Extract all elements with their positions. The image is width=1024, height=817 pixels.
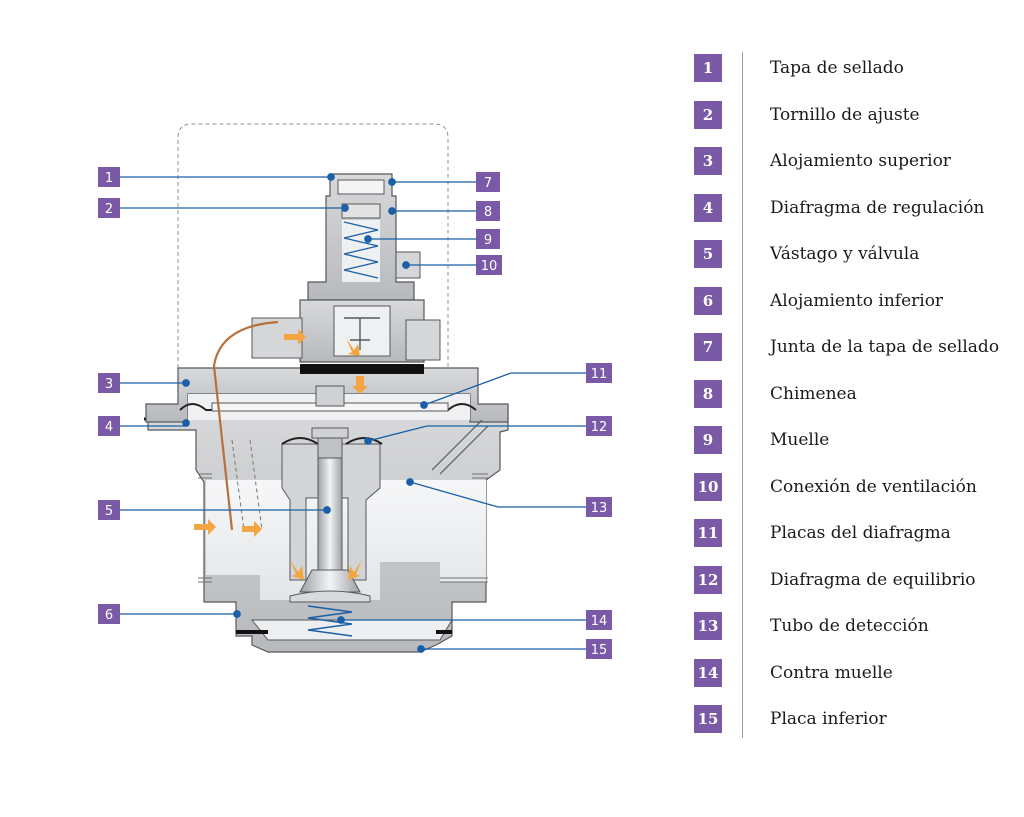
legend-item-13: 13 Tubo de detección <box>694 612 1014 640</box>
chimney-assembly <box>212 173 441 531</box>
callout-label: 10 <box>481 259 498 274</box>
legend-item-2: 2 Tornillo de ajuste <box>694 100 1014 129</box>
callout-12: 12 <box>586 416 612 436</box>
callout-15: 15 <box>586 639 612 659</box>
legend-number: 5 <box>694 240 722 268</box>
legend-label: Vástago y válvula <box>770 244 920 264</box>
legend-item-4: 4 Diafragma de regulación <box>694 193 1014 222</box>
callout-label: 8 <box>484 205 492 220</box>
legend-item-7: 7 Junta de la tapa de sellado <box>694 333 1014 361</box>
callout-2: 2 <box>98 198 120 218</box>
callout-13: 13 <box>586 497 612 517</box>
legend-item-8: 8 Chimenea <box>694 379 1014 408</box>
legend-divider <box>742 52 743 738</box>
callout-5: 5 <box>98 500 120 520</box>
legend-item-5: 5 Vástago y válvula <box>694 240 1014 268</box>
leader-lines <box>120 173 586 653</box>
legend-label: Alojamiento inferior <box>770 290 944 311</box>
callout-8: 8 <box>476 201 500 221</box>
legend-number: 11 <box>694 519 722 547</box>
flow-arrows <box>194 329 368 580</box>
callout-9: 9 <box>476 229 500 249</box>
legend-number: 13 <box>694 612 722 640</box>
stem-and-valve <box>289 385 371 637</box>
legend-number: 9 <box>694 426 722 454</box>
legend-number: 15 <box>694 705 722 733</box>
legend-label: Diafragma de regulación <box>770 197 985 218</box>
legend-number: 6 <box>694 286 722 315</box>
legend-number: 3 <box>694 147 722 175</box>
dashed-cover-outline <box>177 123 449 368</box>
legend-item-15: 15 Placa inferior <box>694 705 1014 733</box>
callout-label: 9 <box>484 233 492 248</box>
callout-7: 7 <box>476 172 500 192</box>
legend-number: 10 <box>694 472 722 501</box>
callout-label: 3 <box>105 377 113 392</box>
legend-item-9: 9 Muelle <box>694 426 1014 454</box>
legend-number: 1 <box>694 54 722 82</box>
legend-item-12: 12 Diafragma de equilibrio <box>694 565 1014 594</box>
legend-label: Conexión de ventilación <box>770 476 977 497</box>
legend-number: 7 <box>694 333 722 361</box>
legend-label: Muelle <box>770 430 830 450</box>
callout-label: 11 <box>591 367 608 382</box>
legend-label: Tubo de detección <box>770 616 929 636</box>
callout-label: 1 <box>105 171 113 186</box>
callout-label: 14 <box>591 614 608 629</box>
legend-number: 2 <box>694 100 722 129</box>
callout-6: 6 <box>98 604 120 624</box>
callout-4: 4 <box>98 416 120 436</box>
legend-label: Placa inferior <box>770 709 887 729</box>
legend-number: 14 <box>694 658 722 687</box>
callout-11: 11 <box>586 363 612 383</box>
callout-label: 13 <box>591 501 608 516</box>
callout-label: 15 <box>591 643 608 658</box>
legend-label: Chimenea <box>770 383 857 404</box>
legend-item-14: 14 Contra muelle <box>694 658 1014 687</box>
legend-label: Tornillo de ajuste <box>770 104 920 125</box>
callout-10: 10 <box>476 255 502 275</box>
upper-housing <box>145 367 509 475</box>
legend-label: Contra muelle <box>770 662 893 683</box>
legend-item-3: 3 Alojamiento superior <box>694 147 1014 175</box>
legend-label: Diafragma de equilibrio <box>770 569 976 590</box>
callout-3: 3 <box>98 373 120 393</box>
callout-label: 4 <box>105 420 113 435</box>
legend-label: Alojamiento superior <box>770 151 951 171</box>
callout-label: 6 <box>105 608 113 623</box>
legend-item-11: 11 Placas del diafragma <box>694 519 1014 547</box>
callout-1: 1 <box>98 167 120 187</box>
callout-14: 14 <box>586 610 612 630</box>
legend-number: 8 <box>694 379 722 408</box>
callout-label: 5 <box>105 504 113 519</box>
callout-label: 7 <box>484 176 492 191</box>
legend-number: 12 <box>694 565 722 594</box>
legend-item-6: 6 Alojamiento inferior <box>694 286 1014 315</box>
legend-item-1: 1 Tapa de sellado <box>694 54 1014 82</box>
legend-number: 4 <box>694 193 722 222</box>
legend-label: Tapa de sellado <box>770 58 904 78</box>
legend-label: Junta de la tapa de sellado <box>770 337 1000 357</box>
legend-item-10: 10 Conexión de ventilación <box>694 472 1014 501</box>
legend-label: Placas del diafragma <box>770 523 951 543</box>
callout-label: 12 <box>591 420 608 435</box>
callout-label: 2 <box>105 202 113 217</box>
